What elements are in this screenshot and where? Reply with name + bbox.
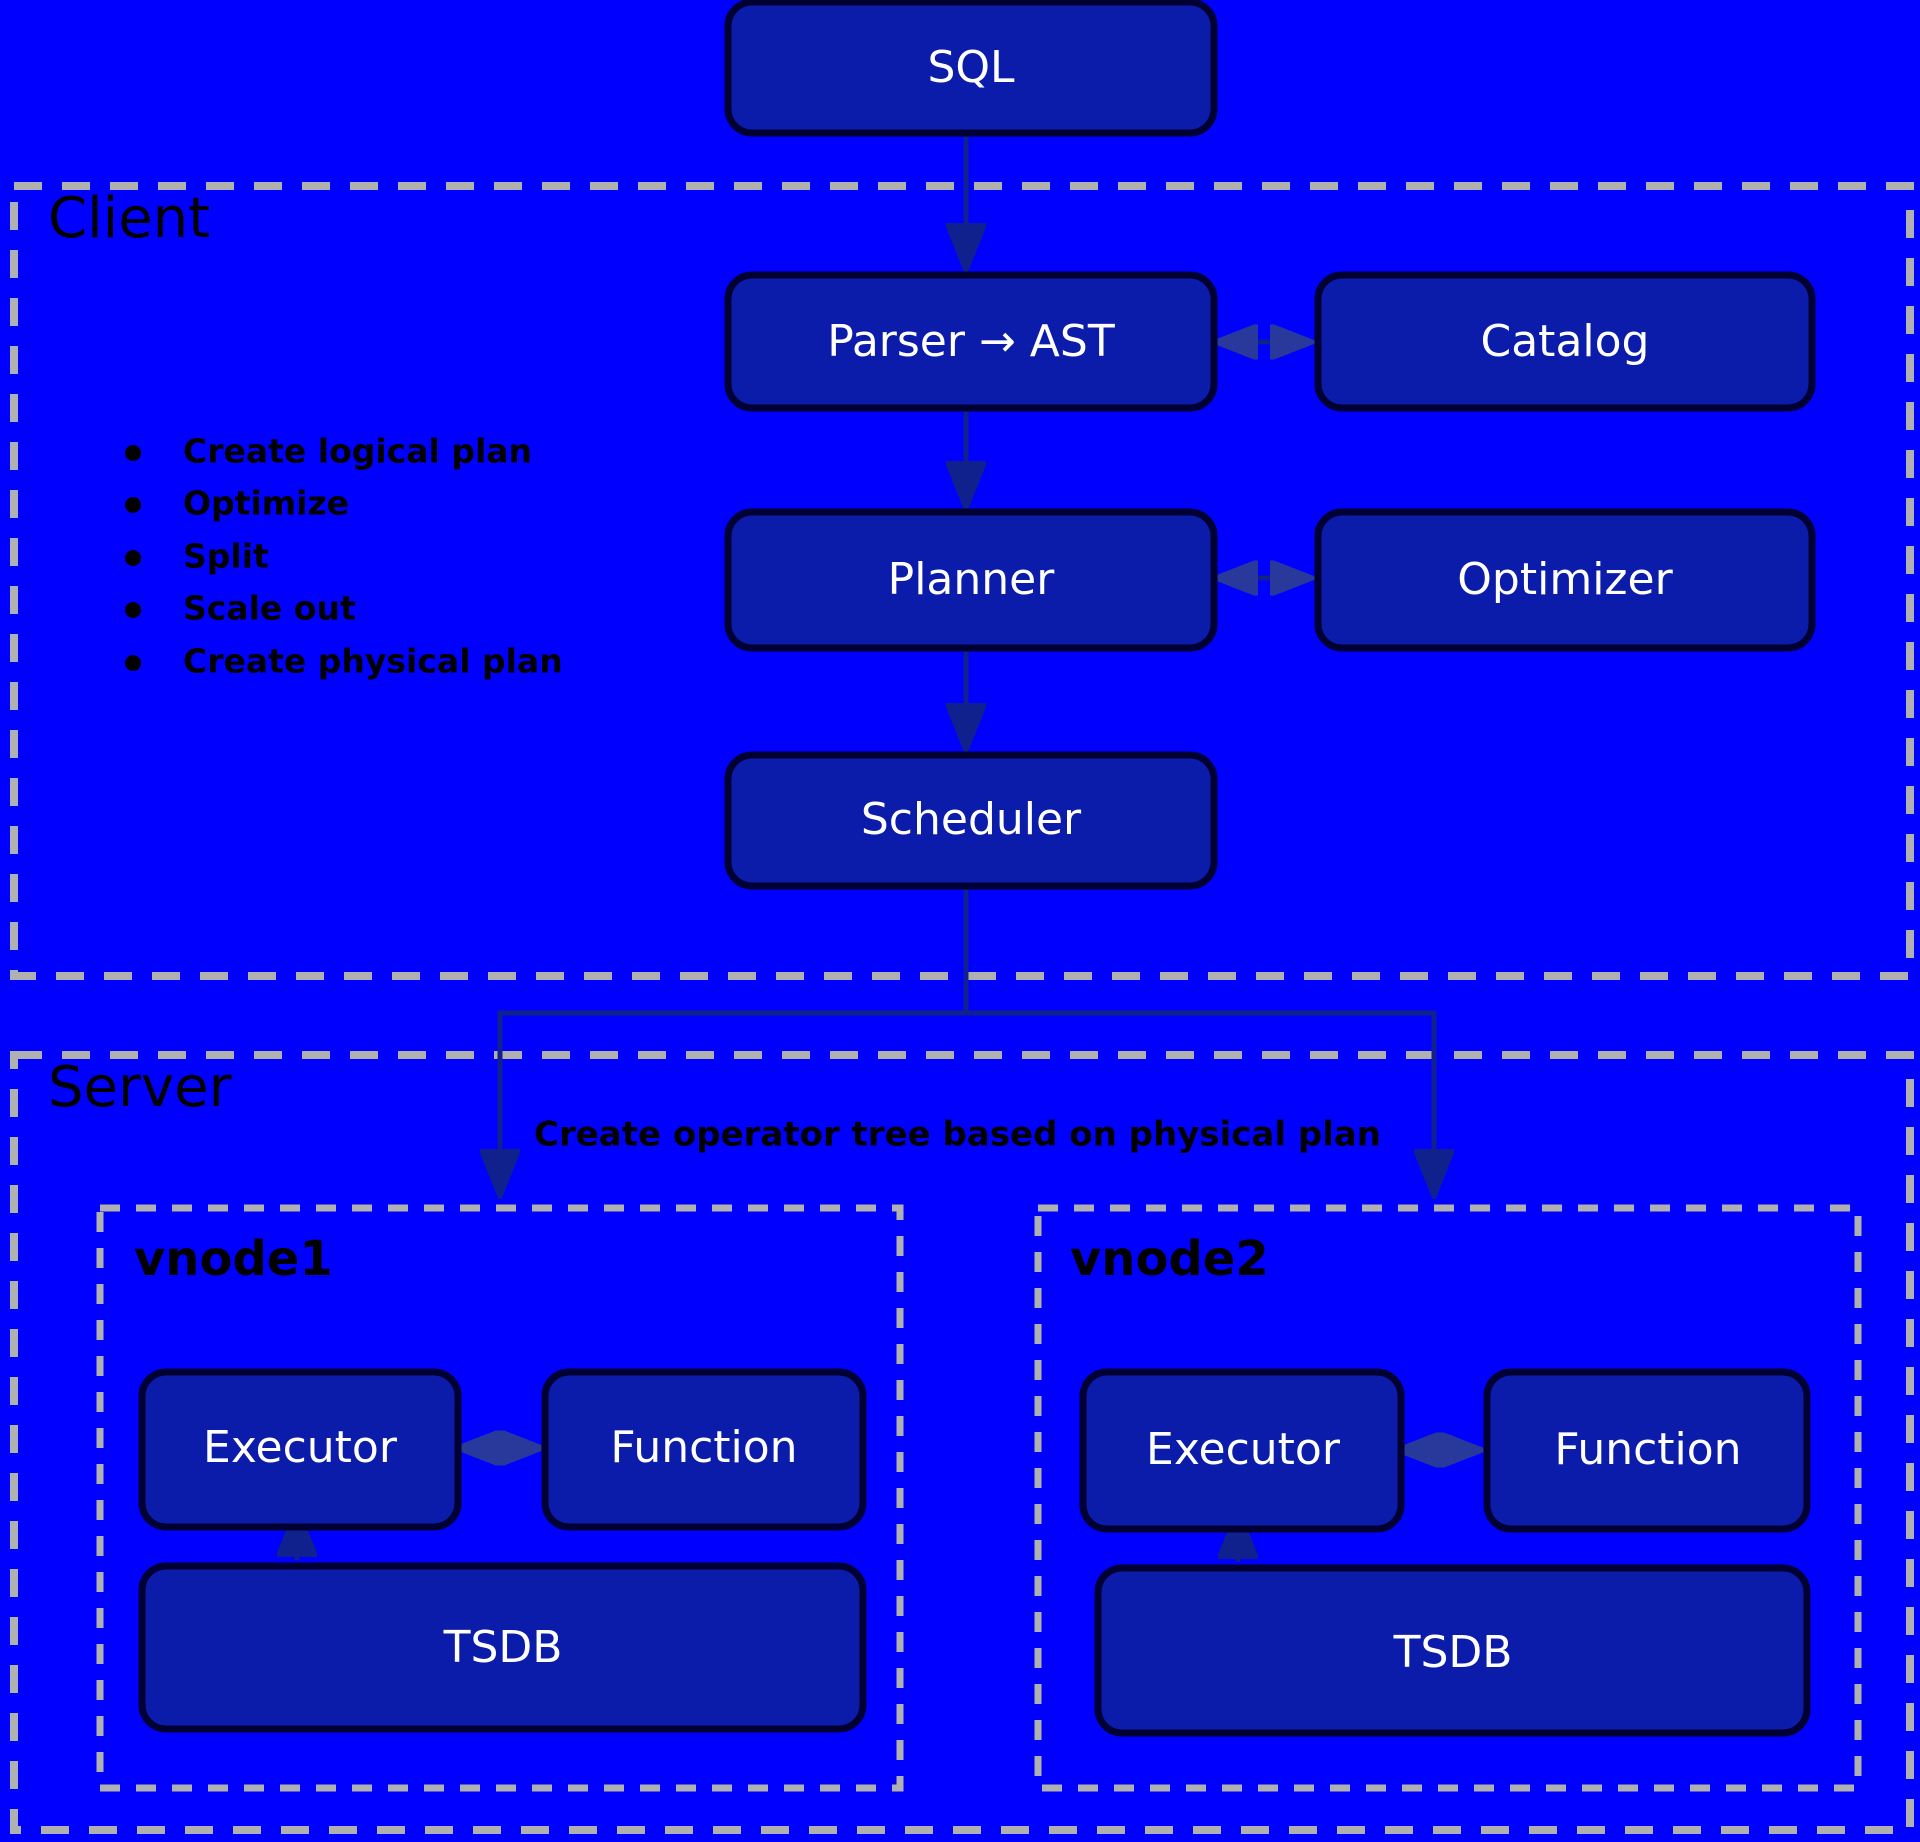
node-vnode2-tsdb-label: TSDB [1393, 1627, 1513, 1678]
bullet-item-3: Scale out [183, 589, 356, 628]
node-planner-rect[interactable] [724, 508, 1218, 652]
vnode1-group-border [96, 1204, 904, 1792]
node-sql[interactable]: SQL [724, 0, 1218, 137]
server-group-label: Server [48, 1055, 233, 1120]
vnode1-group-label: vnode1 [134, 1231, 333, 1287]
node-vnode1-executor-label: Executor [203, 1422, 398, 1473]
node-vnode1-function-label: Function [610, 1422, 797, 1473]
bullet-dot [125, 655, 141, 671]
node-vnode2-executor-label: Executor [1146, 1424, 1341, 1475]
node-vnode1-tsdb[interactable]: TSDB [138, 1562, 867, 1733]
node-vnode1-tsdb-rect[interactable] [138, 1562, 867, 1733]
server-annotation-label: Create operator tree based on physical p… [534, 1115, 1381, 1155]
bullet-dot [125, 497, 141, 513]
node-catalog-rect[interactable] [1314, 271, 1816, 412]
edge-scheduler-to-vnode2 [966, 1010, 1434, 1194]
bullet-dot [125, 445, 141, 461]
node-parser-rect[interactable] [724, 271, 1218, 412]
node-catalog-label: Catalog [1481, 316, 1650, 367]
node-scheduler-label: Scheduler [861, 794, 1082, 845]
bullet-dot [125, 550, 141, 566]
bullet-item-4: Create physical plan [183, 642, 563, 681]
node-vnode2-executor[interactable]: Executor [1079, 1368, 1405, 1533]
node-vnode2-executor-rect[interactable] [1079, 1368, 1405, 1533]
node-catalog[interactable]: Catalog [1314, 271, 1816, 412]
node-vnode2-function-label: Function [1554, 1424, 1741, 1475]
node-vnode2-tsdb-rect[interactable] [1094, 1564, 1811, 1737]
node-vnode1-function-rect[interactable] [541, 1368, 867, 1531]
bullet-item-1: Optimize [183, 484, 349, 523]
vnode2-group-border [1034, 1204, 1862, 1792]
bullet-item-2: Split [183, 537, 269, 576]
node-vnode1-function[interactable]: Function [541, 1368, 867, 1531]
edge-scheduler-to-vnode1 [500, 886, 969, 1194]
node-scheduler-rect[interactable] [724, 751, 1218, 890]
node-vnode2-function[interactable]: Function [1483, 1368, 1811, 1533]
bullet-item-0: Create logical plan [183, 432, 532, 471]
node-vnode2-tsdb[interactable]: TSDB [1094, 1564, 1811, 1737]
node-sql-rect[interactable] [724, 0, 1218, 137]
client-bullet-list: Create logical plan Optimize Split Scale… [125, 432, 563, 681]
node-vnode1-executor[interactable]: Executor [138, 1368, 462, 1531]
node-planner-label: Planner [888, 554, 1056, 605]
node-sql-label: SQL [927, 42, 1015, 93]
node-optimizer[interactable]: Optimizer [1314, 508, 1816, 652]
bullet-dot [125, 602, 141, 618]
node-optimizer-rect[interactable] [1314, 508, 1816, 652]
server-group-border [10, 1051, 1914, 1834]
client-group-label: Client [48, 186, 210, 251]
node-vnode1-executor-rect[interactable] [138, 1368, 462, 1531]
vnode2-group-label: vnode2 [1070, 1231, 1269, 1287]
node-vnode2-function-rect[interactable] [1483, 1368, 1811, 1533]
node-scheduler[interactable]: Scheduler [724, 751, 1218, 890]
node-parser[interactable]: Parser → AST [724, 271, 1218, 412]
node-parser-label: Parser → AST [827, 316, 1115, 367]
node-planner[interactable]: Planner [724, 508, 1218, 652]
node-vnode1-tsdb-label: TSDB [443, 1622, 563, 1673]
node-optimizer-label: Optimizer [1457, 554, 1673, 605]
